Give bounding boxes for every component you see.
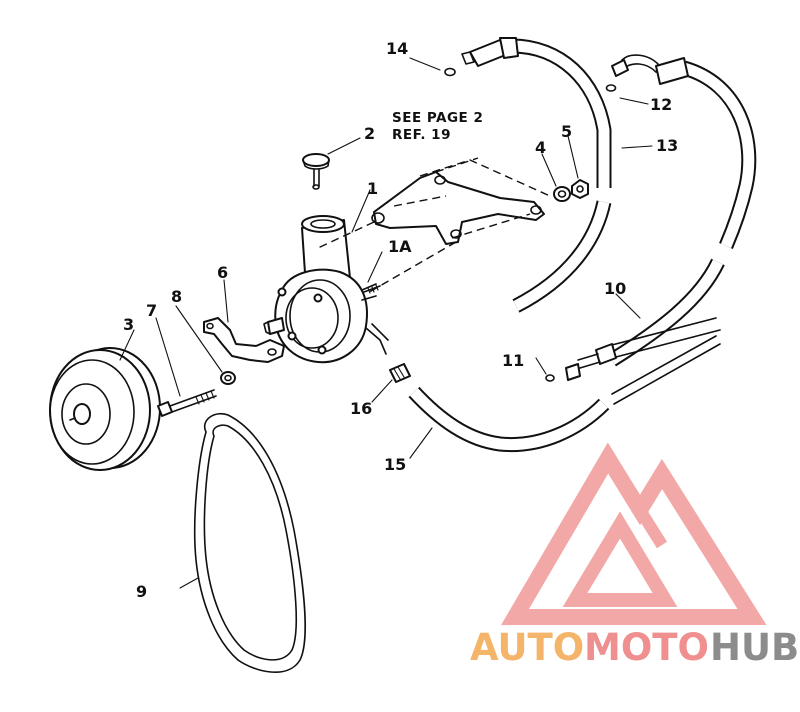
watermark-text: AUTO MOTO HUB xyxy=(470,626,799,669)
callout-15: 15 xyxy=(384,455,406,474)
callout-14: 14 xyxy=(386,39,408,58)
power-steering-pump xyxy=(263,215,389,364)
callout-4: 4 xyxy=(535,138,546,157)
callout-9: 9 xyxy=(136,582,147,601)
callout-7: 7 xyxy=(146,301,157,320)
washer xyxy=(553,186,571,202)
callout-8: 8 xyxy=(171,287,182,306)
bolt xyxy=(157,389,217,417)
drive-belt xyxy=(193,413,306,673)
pulley xyxy=(49,347,161,471)
callout-6: 6 xyxy=(217,263,228,282)
callout-13: 13 xyxy=(656,136,678,155)
pump-bracket xyxy=(203,317,285,363)
callout-5: 5 xyxy=(561,122,572,141)
watermark-moto: MOTO xyxy=(584,626,709,669)
callout-3: 3 xyxy=(123,315,134,334)
callout-2: 2 xyxy=(364,124,375,143)
pressure-hose xyxy=(461,37,612,313)
steering-line xyxy=(565,317,721,405)
watermark-hub: HUB xyxy=(710,626,799,669)
callout-1: 1 xyxy=(367,179,378,198)
callout-12: 12 xyxy=(650,95,672,114)
return-hose xyxy=(608,54,757,367)
lower-hose xyxy=(408,386,610,453)
reservoir-cap xyxy=(302,153,330,190)
watermark-logo xyxy=(501,442,767,625)
callout-10: 10 xyxy=(604,279,626,298)
upper-bracket-reference xyxy=(317,157,551,295)
note-line-2: REF. 19 xyxy=(392,127,451,143)
lock-washer xyxy=(220,371,236,385)
watermark-auto: AUTO xyxy=(470,626,584,669)
leader-lines xyxy=(119,57,653,589)
nut xyxy=(571,179,589,199)
o-ring-11 xyxy=(545,374,555,382)
callout-1a: 1A xyxy=(388,237,412,256)
callout-16: 16 xyxy=(350,399,372,418)
o-ring-14 xyxy=(444,67,456,77)
callout-11: 11 xyxy=(502,351,524,370)
hose-fitting xyxy=(389,363,411,383)
callout-labels: 14 2 1 1A 4 5 6 8 7 3 9 12 13 10 11 16 1… xyxy=(123,39,678,601)
note-line-1: SEE PAGE 2 xyxy=(392,110,483,126)
reference-note: SEE PAGE 2 REF. 19 xyxy=(392,110,483,143)
o-ring-12 xyxy=(605,84,617,92)
